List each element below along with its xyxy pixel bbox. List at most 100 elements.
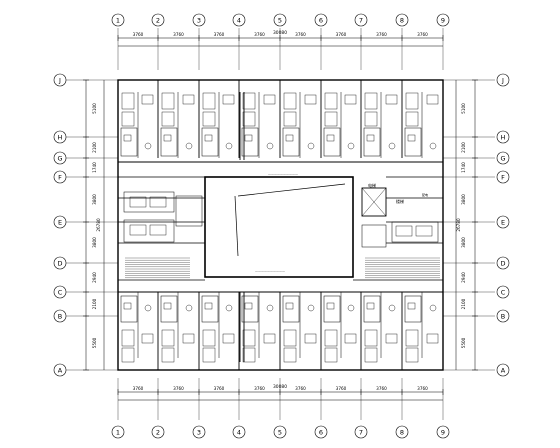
bay-dimension: 3760 — [173, 386, 184, 391]
row-bubble-left-circle — [53, 285, 67, 299]
bay-dimension: 3760 — [336, 386, 347, 391]
row-bubble-right-circle — [496, 309, 510, 323]
bed-icon — [364, 92, 378, 110]
sink-icon — [185, 142, 193, 150]
desk-icon — [304, 333, 317, 344]
bed-icon — [129, 224, 147, 236]
bathroom-outline — [282, 127, 300, 157]
row-bubble-right-circle — [496, 363, 510, 377]
courtyard-outline — [204, 176, 354, 278]
column-bubble-top-label: 8 — [400, 16, 404, 24]
row-bubble-left-label: G — [57, 154, 62, 162]
row-bubble-left-label: J — [58, 76, 61, 84]
bathroom-outline — [120, 295, 138, 323]
column-bubble-top-circle — [354, 13, 368, 27]
column-bubble-top-circle — [314, 13, 328, 27]
desk-icon — [344, 94, 357, 105]
row-bubble-left-label: B — [58, 312, 62, 320]
column-bubble-bottom-label: 3 — [197, 428, 201, 436]
row-bubble-left-circle — [53, 215, 67, 229]
toilet-icon — [366, 302, 375, 310]
row-bubble-right-label: J — [501, 76, 504, 84]
room-fixtures — [121, 92, 439, 363]
toilet-icon — [123, 134, 132, 142]
plan-notes: —————————— —————————— 电梯 楼梯 配电 — [255, 172, 428, 273]
row-bubble-left-label: H — [58, 133, 63, 141]
column-bubble-bottom-label: 9 — [441, 428, 445, 436]
row-dimension: 5500 — [92, 337, 97, 348]
bed-icon — [161, 92, 175, 110]
bed-icon — [202, 92, 216, 110]
column-bubble-bottom-label: 7 — [359, 428, 363, 436]
power-room-label: 配电 — [422, 192, 428, 197]
row-bubble-left-circle — [53, 256, 67, 270]
bay-dimension: 3760 — [254, 386, 265, 391]
sink-icon — [307, 304, 315, 312]
plan-frame — [66, 28, 495, 420]
toilet-icon — [326, 302, 335, 310]
column-bubble-bottom-circle — [273, 425, 287, 439]
row-dimension: 2940 — [92, 272, 97, 283]
column-bubble-bottom-circle — [314, 425, 328, 439]
overall-depth-left: 26780 — [96, 218, 101, 232]
desk-icon — [344, 333, 357, 344]
bed-icon — [324, 92, 338, 110]
column-bubble-bottom-label: 5 — [278, 428, 282, 436]
row-dimension: 5500 — [461, 337, 466, 348]
bathroom-outline — [160, 127, 178, 157]
bay-dimension: 3760 — [376, 386, 387, 391]
bathroom-outline — [201, 127, 219, 157]
row-bubble-right-circle — [496, 151, 510, 165]
bed-icon — [242, 111, 256, 127]
bed-icon — [121, 347, 135, 363]
overall-width-top: 30080 — [273, 30, 287, 36]
desk-icon — [385, 333, 398, 344]
column-bubble-top-label: 5 — [278, 16, 282, 24]
row-bubble-left-circle — [53, 309, 67, 323]
row-bubble-right-label: H — [501, 133, 506, 141]
stair-label: 楼梯 — [396, 198, 404, 204]
column-bubble-bottom-label: 2 — [156, 428, 160, 436]
bay-dimension: 3760 — [376, 32, 387, 37]
toilet-icon — [326, 134, 335, 142]
desk-icon — [182, 94, 195, 105]
column-bubble-bottom-circle — [192, 425, 206, 439]
column-bubble-top-circle — [192, 13, 206, 27]
bed-icon — [121, 329, 135, 347]
row-bubble-right-circle — [496, 73, 510, 87]
column-bubble-top-label: 1 — [116, 16, 120, 24]
column-bubble-top-circle — [232, 13, 246, 27]
bed-icon — [121, 111, 135, 127]
row-bubble-right-circle — [496, 285, 510, 299]
column-bubble-bottom-circle — [436, 425, 450, 439]
elevator-shaft — [361, 187, 387, 217]
bed-icon — [149, 196, 167, 208]
elevator-cross — [361, 187, 387, 217]
bed-icon — [405, 329, 419, 347]
row-bubble-right-label: G — [500, 154, 505, 162]
corridor-label-bottom: —————————— — [255, 269, 285, 273]
column-bubble-top-label: 7 — [359, 16, 363, 24]
sink-icon — [429, 142, 437, 150]
desk-icon — [385, 94, 398, 105]
room-partitions — [117, 80, 443, 370]
bed-icon — [202, 329, 216, 347]
bed-icon — [324, 329, 338, 347]
room-outline — [391, 221, 439, 243]
row-bubble-right-label: D — [500, 259, 505, 267]
row-bubble-right-label: E — [501, 218, 505, 226]
courtyard-slope-line — [237, 183, 346, 197]
row-bubble-left-circle — [53, 363, 67, 377]
toilet-icon — [244, 134, 253, 142]
toilet-icon — [366, 134, 375, 142]
bay-dimension: 3760 — [417, 386, 428, 391]
bed-icon — [283, 347, 297, 363]
sink-icon — [225, 304, 233, 312]
bed-icon — [415, 225, 433, 237]
row-dimension: 3800 — [92, 194, 97, 205]
column-bubble-bottom-circle — [354, 425, 368, 439]
row-bubble-right-circle — [496, 256, 510, 270]
column-bubble-top-label: 3 — [197, 16, 201, 24]
bed-icon — [324, 347, 338, 363]
row-bubble-right-label: C — [501, 288, 506, 296]
